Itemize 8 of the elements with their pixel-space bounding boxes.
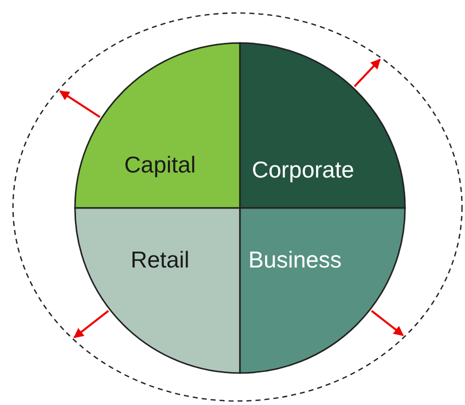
arrow (370, 310, 404, 336)
arrow (73, 310, 110, 338)
segment-label: Corporate (252, 156, 354, 184)
segment-label: Business (248, 246, 342, 274)
arrow (354, 58, 381, 88)
segment-label: Capital (124, 152, 196, 178)
arrow (59, 90, 100, 118)
segment-label: Retail (130, 246, 190, 274)
